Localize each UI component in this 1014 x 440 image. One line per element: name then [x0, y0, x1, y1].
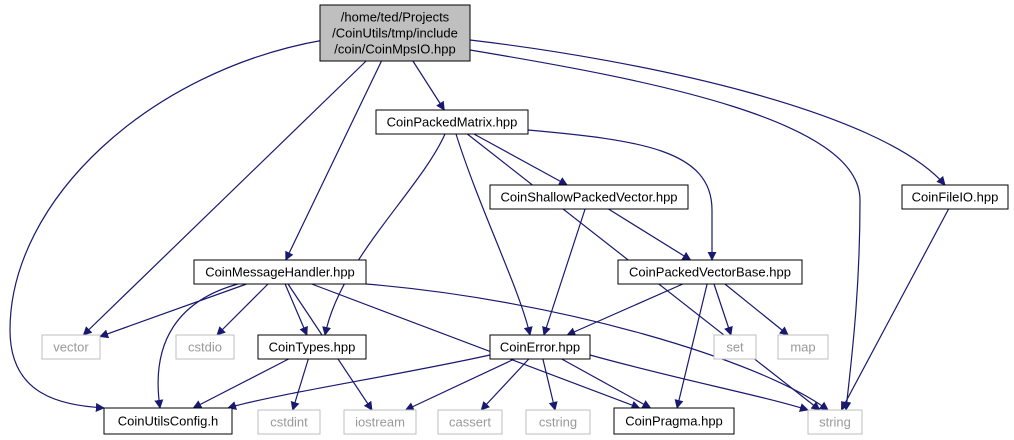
edge-message-handler-to-string: [365, 283, 829, 411]
edge-types-to-cstdint: [290, 358, 309, 411]
edge-shallow-packed-vector-to-packed-vector-base: [608, 208, 692, 261]
edge-root-to-message-handler: [285, 60, 383, 261]
node-types[interactable]: CoinTypes.hpp: [257, 334, 367, 360]
node-box-types: [257, 334, 367, 360]
node-vector: vector: [41, 334, 101, 360]
node-box-pragma: [613, 407, 735, 435]
edge-packed-vector-base-to-set: [713, 283, 733, 336]
node-label-string: string: [819, 415, 851, 430]
node-label-error: CoinError.hpp: [500, 340, 580, 355]
edge-error-to-pragma: [561, 358, 652, 409]
node-packed-matrix[interactable]: CoinPackedMatrix.hpp: [375, 109, 529, 135]
edge-root-to-string: [469, 49, 861, 411]
node-shallow-packed-vector[interactable]: CoinShallowPackedVector.hpp: [489, 184, 689, 210]
node-box-file-io: [901, 184, 1009, 210]
nodes-layer: /home/ted/Projects/CoinUtils/tmp/include…: [41, 4, 1009, 435]
node-root[interactable]: /home/ted/Projects/CoinUtils/tmp/include…: [319, 4, 471, 62]
node-label-packed-vector-base: CoinPackedVectorBase.hpp: [629, 265, 791, 280]
edge-packed-vector-base-to-map: [724, 283, 789, 336]
node-label-packed-matrix: CoinPackedMatrix.hpp: [387, 115, 518, 130]
node-utils-config[interactable]: CoinUtilsConfig.h: [103, 407, 233, 435]
edge-message-handler-to-utils-config: [154, 283, 239, 409]
node-iostream: iostream: [343, 409, 417, 435]
node-box-cstdio: [175, 334, 235, 360]
edge-error-to-string: [589, 354, 809, 412]
edge-message-handler-to-vector: [99, 283, 247, 339]
node-label-cassert: cassert: [449, 415, 491, 430]
node-label-types: CoinTypes.hpp: [269, 340, 356, 355]
node-box-set: [713, 334, 757, 360]
node-box-utils-config: [103, 407, 233, 435]
node-box-packed-vector-base: [617, 259, 803, 285]
edge-error-to-iostream: [404, 358, 515, 411]
node-cstdio: cstdio: [175, 334, 235, 360]
edge-root-to-file-io: [469, 39, 946, 186]
node-box-string: [807, 409, 863, 435]
node-label-message-handler: CoinMessageHandler.hpp: [205, 265, 355, 280]
node-label-iostream: iostream: [355, 415, 405, 430]
edge-root-to-utils-config: [9, 39, 325, 412]
node-label-map: map: [790, 340, 815, 355]
edge-shallow-packed-vector-to-error: [542, 208, 586, 336]
node-label-root: /CoinUtils/tmp/include: [332, 26, 458, 41]
edge-packed-matrix-to-packed-vector-base: [527, 129, 717, 261]
node-label-root: /coin/CoinMpsIO.hpp: [334, 42, 455, 57]
edge-error-to-utils-config: [227, 354, 491, 410]
node-label-root: /home/ted/Projects: [341, 10, 450, 25]
node-box-cstdint: [257, 409, 321, 435]
node-string: string: [807, 409, 863, 435]
node-box-error: [489, 334, 591, 360]
edge-message-handler-to-cstdio: [216, 283, 269, 336]
edge-error-to-cassert: [480, 358, 530, 411]
node-pragma[interactable]: CoinPragma.hpp: [613, 407, 735, 435]
node-box-map: [777, 334, 829, 360]
edge-types-to-utils-config: [192, 358, 289, 409]
edge-packed-matrix-to-types: [322, 133, 446, 336]
node-box-root: [319, 4, 471, 62]
edge-packed-matrix-to-shallow-packed-vector: [473, 133, 568, 186]
node-error[interactable]: CoinError.hpp: [489, 334, 591, 360]
edge-message-handler-to-pragma: [311, 283, 641, 410]
node-label-vector: vector: [53, 340, 89, 355]
node-label-shallow-packed-vector: CoinShallowPackedVector.hpp: [500, 190, 677, 205]
edge-packed-vector-base-to-pragma: [674, 283, 708, 409]
node-label-cstring: cstring: [539, 415, 577, 430]
node-box-iostream: [343, 409, 417, 435]
node-box-shallow-packed-vector: [489, 184, 689, 210]
node-label-cstdio: cstdio: [188, 340, 222, 355]
node-cstdint: cstdint: [257, 409, 321, 435]
edges-layer: [9, 39, 950, 412]
node-box-vector: [41, 334, 101, 360]
node-packed-vector-base[interactable]: CoinPackedVectorBase.hpp: [617, 259, 803, 285]
edge-file-io-to-string: [840, 208, 950, 411]
edge-root-to-vector: [82, 60, 367, 336]
node-set: set: [713, 334, 757, 360]
node-map: map: [777, 334, 829, 360]
edge-error-to-cstring: [542, 358, 558, 411]
edge-message-handler-to-types: [284, 283, 308, 336]
node-cassert: cassert: [437, 409, 503, 435]
node-box-cassert: [437, 409, 503, 435]
node-label-file-io: CoinFileIO.hpp: [912, 190, 999, 205]
node-file-io[interactable]: CoinFileIO.hpp: [901, 184, 1009, 210]
node-box-message-handler: [193, 259, 367, 285]
node-label-set: set: [726, 340, 744, 355]
node-label-utils-config: CoinUtilsConfig.h: [118, 414, 218, 429]
node-cstring: cstring: [525, 409, 591, 435]
edge-packed-vector-base-to-error: [566, 283, 684, 336]
edge-root-to-packed-matrix: [412, 60, 445, 111]
edge-packed-matrix-to-error: [455, 133, 533, 336]
node-box-cstring: [525, 409, 591, 435]
node-box-packed-matrix: [375, 109, 529, 135]
node-label-pragma: CoinPragma.hpp: [625, 414, 723, 429]
node-label-cstdint: cstdint: [270, 415, 308, 430]
node-message-handler[interactable]: CoinMessageHandler.hpp: [193, 259, 367, 285]
